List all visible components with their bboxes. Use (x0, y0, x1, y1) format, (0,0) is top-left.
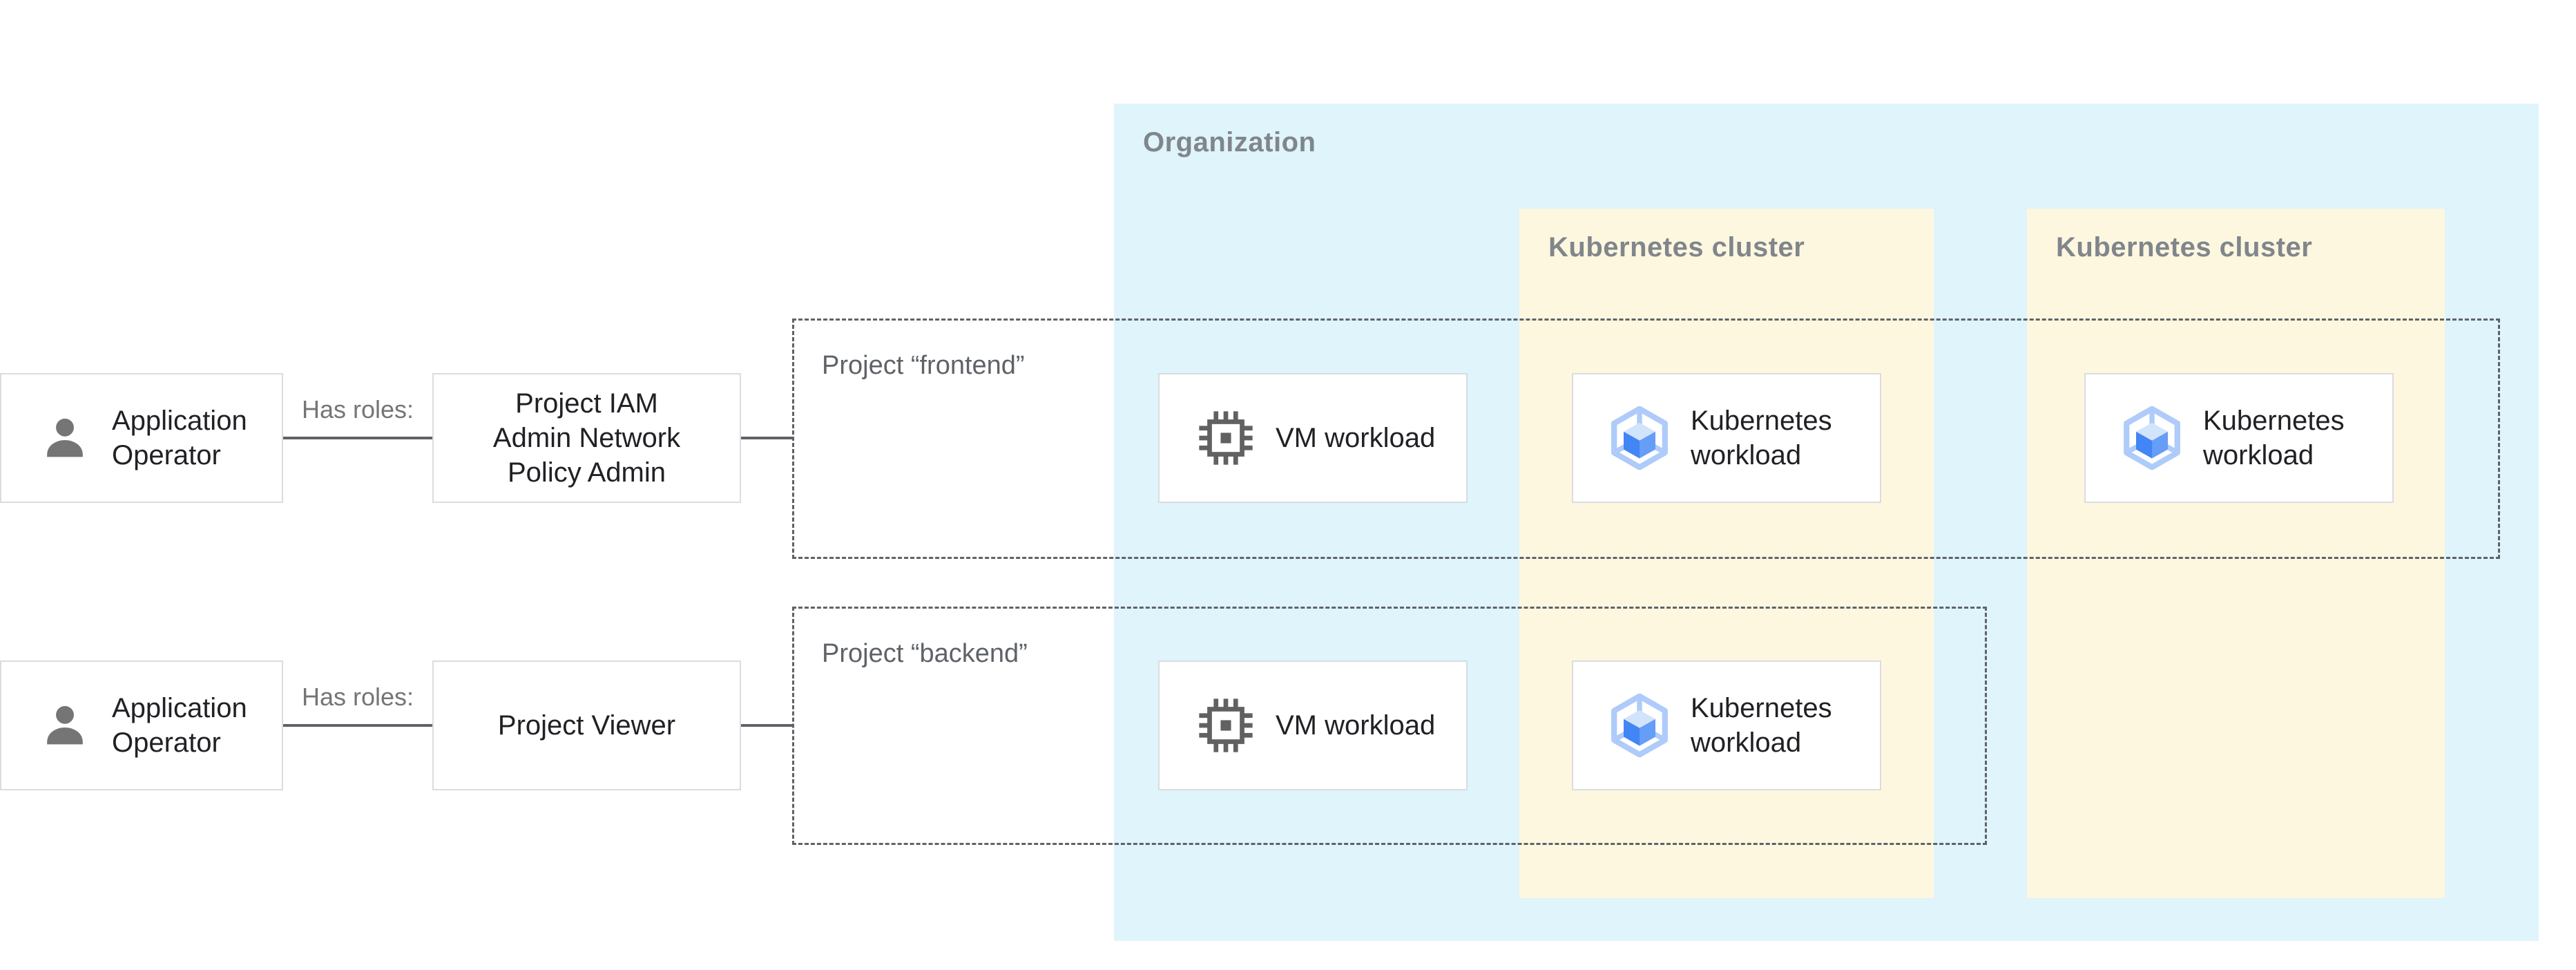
project-backend-label: Project “backend” (822, 639, 1028, 668)
gke-icon (2120, 406, 2184, 470)
organization-label: Organization (1143, 127, 1316, 158)
workload-label: VM workload (1276, 710, 1436, 741)
project-frontend-label: Project “frontend” (822, 351, 1025, 380)
project-backend-box: Project “backend” (792, 607, 1987, 845)
gke-icon (1608, 406, 1671, 470)
workload-label: Kubernetes workload (1691, 693, 1832, 758)
actor-label: Application Operator (112, 693, 247, 758)
has-roles-label-1: Has roles: (301, 395, 414, 424)
kubernetes-cluster-1-label: Kubernetes cluster (1548, 232, 1805, 263)
workload-label: VM workload (1276, 423, 1436, 453)
workload-label: Kubernetes workload (1691, 406, 1832, 470)
role-box-1: Project IAM Admin Network Policy Admin (432, 373, 741, 503)
connector-role1-project-frontend (741, 437, 794, 439)
workload-box-k8s-frontend-cluster1: Kubernetes workload (1572, 373, 1881, 503)
actor-box-2: Application Operator (0, 660, 283, 790)
person-icon (39, 412, 91, 464)
role-label: Project Viewer (497, 710, 676, 741)
has-roles-label-2: Has roles: (301, 683, 414, 711)
vm-chip-icon (1197, 409, 1255, 467)
connector-role2-project-backend (741, 724, 794, 727)
workload-label: Kubernetes workload (2203, 406, 2345, 470)
workload-box-vm-backend: VM workload (1158, 660, 1468, 790)
connector-actor1-role1 (283, 437, 432, 439)
vm-chip-icon (1197, 696, 1255, 754)
kubernetes-cluster-2: Kubernetes cluster (2027, 209, 2445, 898)
gke-icon (1608, 694, 1671, 757)
role-box-2: Project Viewer (432, 660, 741, 790)
person-icon (39, 699, 91, 752)
actor-box-1: Application Operator (0, 373, 283, 503)
actor-label: Application Operator (112, 406, 247, 470)
project-frontend-box: Project “frontend” (792, 318, 2500, 559)
role-label: Project IAM Admin Network Policy Admin (492, 388, 681, 488)
workload-box-vm-frontend: VM workload (1158, 373, 1468, 503)
connector-actor2-role2 (283, 724, 432, 727)
workload-box-k8s-frontend-cluster2: Kubernetes workload (2084, 373, 2394, 503)
workload-box-k8s-backend-cluster1: Kubernetes workload (1572, 660, 1881, 790)
kubernetes-cluster-2-label: Kubernetes cluster (2056, 232, 2313, 263)
